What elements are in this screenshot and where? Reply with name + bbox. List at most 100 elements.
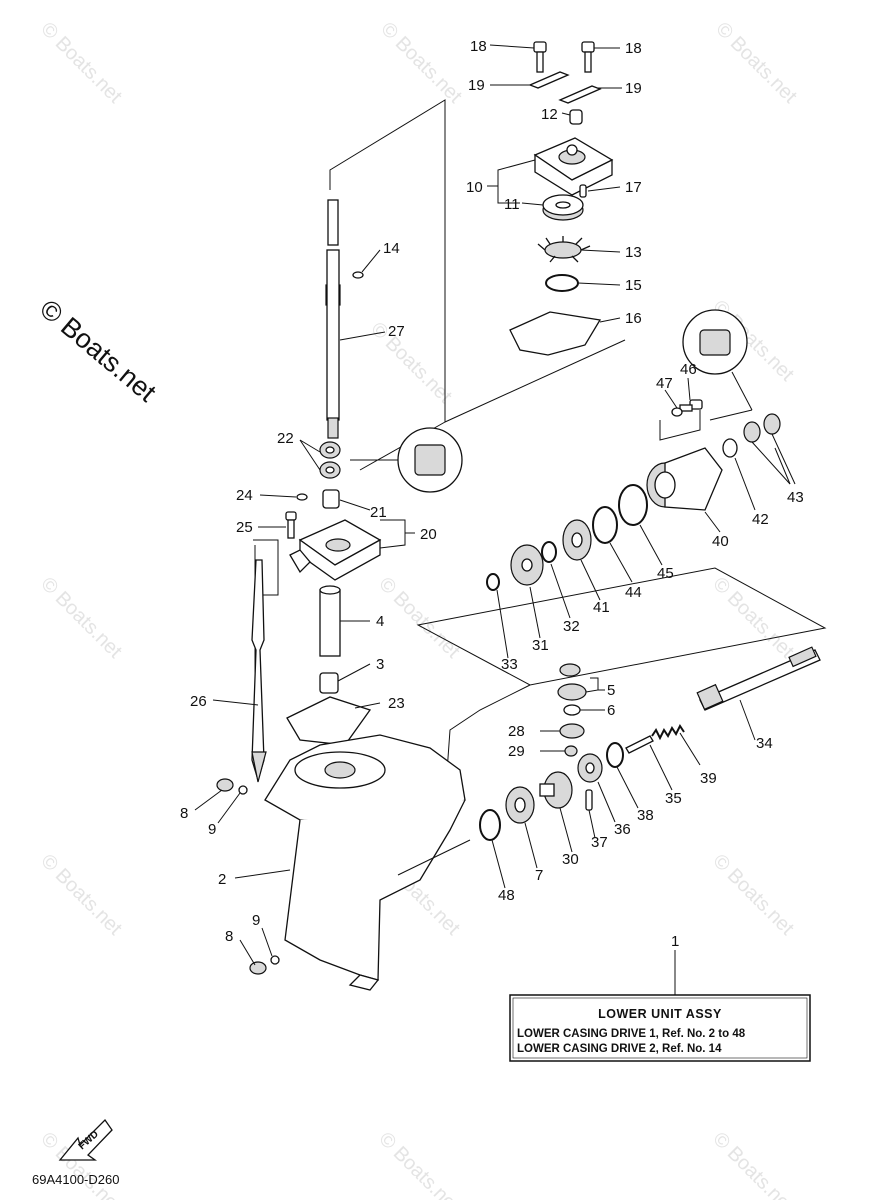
callout-25: 25: [236, 519, 253, 536]
oil-seals-43: [743, 413, 781, 443]
callout-44: 44: [625, 584, 642, 601]
callout-26: 26: [190, 693, 207, 710]
watermark: © Boats.net: [376, 18, 466, 108]
callout-37: 37: [591, 834, 608, 851]
drain-screw-lower: [249, 955, 280, 975]
o-ring-15: [545, 274, 579, 292]
callout-5: 5: [607, 682, 615, 699]
shim-33: [486, 573, 500, 591]
bearing-housing-20: [289, 519, 382, 581]
pin-17: [579, 184, 587, 198]
gasket-23: [286, 696, 372, 746]
watermark: © Boats.net: [708, 573, 798, 663]
plunger-35: [625, 735, 654, 754]
callout-1: 1: [671, 933, 679, 950]
callout-34: 34: [756, 735, 773, 752]
watermark: © Boats.net: [36, 850, 126, 940]
callout-11: 11: [504, 196, 520, 213]
ring-38: [606, 742, 624, 768]
callout-39: 39: [700, 770, 717, 787]
callout-21: 21: [370, 504, 387, 521]
callout-45: 45: [657, 565, 674, 582]
callout-30: 30: [562, 851, 579, 868]
shift-rod-26: [251, 559, 267, 783]
callout-7: 7: [535, 867, 543, 884]
forward-gear-31: [510, 544, 544, 586]
bearing-7: [505, 786, 535, 824]
callout-15: 15: [625, 277, 642, 294]
callout-20: 20: [420, 526, 437, 543]
bolt-25: [285, 511, 297, 539]
callout-22: 22: [277, 430, 294, 447]
callout-23: 23: [388, 695, 405, 712]
bearings-22: [319, 441, 341, 479]
drive-shaft-assembly: [285, 199, 463, 746]
grease-callout-lower: [682, 309, 753, 411]
watermark: © Boats.net: [366, 318, 456, 408]
pinion-gear-28: [559, 723, 585, 739]
pinion-5: [557, 663, 587, 701]
washer-47: [671, 407, 683, 417]
pump-housing-10: [533, 137, 614, 196]
callout-9: 9: [208, 821, 216, 838]
watermark: © Boats.net: [711, 18, 801, 108]
callout-18: 18: [470, 38, 487, 55]
info-box-title: LOWER UNIT ASSY: [598, 1007, 722, 1021]
callout-16: 16: [625, 310, 642, 327]
plate-19-right: [558, 85, 602, 104]
callout-46: 46: [680, 361, 697, 378]
watermark: © Boats.net: [708, 850, 798, 940]
pin-37: [585, 789, 593, 811]
propeller-shaft-assembly: [479, 646, 821, 841]
leader-lines: [194, 44, 796, 1001]
callout-36: 36: [614, 821, 631, 838]
dog-clutch-36: [577, 753, 603, 783]
callout-3: 3: [376, 656, 384, 673]
callout-42: 42: [752, 511, 769, 528]
callout-12: 12: [541, 106, 558, 123]
callout-9: 9: [252, 912, 260, 929]
grease-callout-upper: [397, 427, 463, 493]
bolt-18-left: [533, 41, 547, 73]
callout-8: 8: [180, 805, 188, 822]
reverse-gear-30: [539, 771, 573, 809]
o-ring-44: [592, 506, 618, 544]
watermark: © Boats.net: [36, 18, 126, 108]
o-ring-24: [296, 493, 308, 501]
watermark: © Boats.net: [374, 573, 464, 663]
watermark: © Boats.net: [708, 1128, 798, 1200]
callout-35: 35: [665, 790, 682, 807]
water-pump-assembly: [509, 41, 614, 356]
fwd-arrow-icon: FWD: [58, 1118, 113, 1161]
propeller-shaft-34: [696, 646, 821, 711]
collar-21: [322, 489, 340, 509]
callout-labels: 18 18 19 19 12 10 11 17 13 15 16 14 27 2…: [180, 38, 804, 950]
callout-17: 17: [625, 179, 642, 196]
callout-43: 43: [787, 489, 804, 506]
bearing-housing-40: [646, 447, 723, 511]
watermark: © Boats.net: [374, 1128, 464, 1200]
shim-32: [541, 541, 557, 563]
callout-40: 40: [712, 533, 729, 550]
callout-27: 27: [388, 323, 405, 340]
impeller-13: [537, 236, 591, 263]
callout-2: 2: [218, 871, 226, 888]
brand-label: © Boats.net: [34, 294, 162, 408]
callout-47: 47: [656, 375, 673, 392]
o-ring-48: [479, 809, 501, 841]
bolt-18-right: [581, 41, 595, 73]
outer-plate-16: [509, 311, 602, 356]
callout-38: 38: [637, 807, 654, 824]
o-ring-45: [618, 484, 648, 526]
callout-19: 19: [468, 77, 485, 94]
lower-casing-2: [264, 734, 466, 991]
callout-19: 19: [625, 80, 642, 97]
collar-12: [569, 109, 583, 125]
spring-39: [651, 724, 685, 741]
callout-6: 6: [607, 702, 615, 719]
drive-shaft-27: [325, 199, 341, 439]
bolt-46: [679, 399, 703, 412]
callout-13: 13: [625, 244, 642, 261]
callout-10: 10: [466, 179, 483, 196]
callout-28: 28: [508, 723, 525, 740]
